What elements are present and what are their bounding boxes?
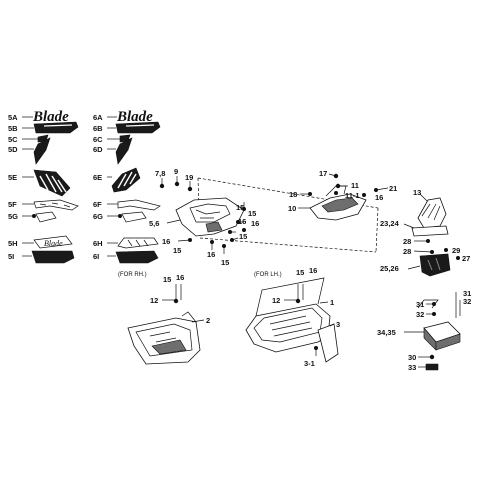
- label-1: 1: [330, 298, 334, 307]
- note-for-rh: (FOR RH.): [118, 272, 147, 278]
- label-6b: 6B: [93, 124, 103, 133]
- label-16-e: 16: [375, 193, 383, 202]
- label-16-b: 16: [251, 219, 259, 228]
- decal-6g: [107, 211, 147, 223]
- label-16-f: 16: [176, 273, 184, 282]
- bracket-assembly-34-35: [404, 292, 461, 371]
- decal-5g: [22, 211, 57, 223]
- label-16-g: 16: [309, 266, 317, 275]
- label-15-b: 15: [248, 209, 256, 218]
- bracket-assembly-13: [403, 193, 460, 277]
- decal-5h-text: Blade: [44, 239, 63, 248]
- label-3: 3: [336, 320, 340, 329]
- label-5i: 5I: [8, 252, 14, 261]
- label-34-35: 34,35: [377, 328, 396, 337]
- decal-6d: [107, 137, 133, 165]
- label-21: 21: [389, 184, 397, 193]
- decal-6i: [107, 250, 159, 264]
- front-panel-assembly: [159, 176, 379, 254]
- decal-6b: [107, 121, 161, 134]
- decal-6f: [107, 199, 161, 211]
- label-5e: 5E: [8, 173, 17, 182]
- decal-5h: Blade: [22, 235, 73, 249]
- label-5-6: 5,6: [149, 219, 159, 228]
- label-13: 13: [413, 188, 421, 197]
- decal-5a: Blade: [22, 109, 69, 125]
- callout-labels: 5A 5B 5C 5D 5E 5F 5G 5H 5I 6A 6B 6C 6D 6…: [8, 113, 471, 372]
- label-15-g: 15: [296, 268, 304, 277]
- decal-5i: [22, 250, 75, 264]
- label-12-b: 12: [272, 296, 280, 305]
- decal-5b: [22, 121, 79, 134]
- label-31-a: 31: [416, 300, 424, 309]
- label-27: 27: [462, 254, 470, 263]
- label-2: 2: [206, 316, 210, 325]
- label-30: 30: [408, 353, 416, 362]
- label-5b: 5B: [8, 124, 18, 133]
- note-for-lh: (FOR LH.): [254, 272, 282, 278]
- label-7-8: 7,8: [155, 169, 165, 178]
- label-6e: 6E: [93, 173, 102, 182]
- label-12-a: 12: [150, 296, 158, 305]
- decal-5a-brand-text: Blade: [32, 109, 69, 125]
- label-32-b: 32: [463, 297, 471, 306]
- label-15-c: 15: [239, 232, 247, 241]
- label-11: 11: [351, 181, 359, 190]
- label-28-b: 28: [403, 247, 411, 256]
- label-6a: 6A: [93, 113, 103, 122]
- label-32-a: 32: [416, 310, 424, 319]
- headlight-cover-assembly: [298, 173, 389, 221]
- footrest-lh-assembly: [245, 277, 339, 363]
- label-29: 29: [452, 246, 460, 255]
- footrest-rh-assembly: [127, 284, 205, 365]
- label-5d: 5D: [8, 145, 18, 154]
- decal-5d: [22, 137, 51, 165]
- label-15-a: 15: [236, 203, 244, 212]
- decal-6e: [107, 167, 141, 193]
- label-31-b: 31: [463, 289, 471, 298]
- label-5f: 5F: [8, 200, 17, 209]
- decal-6a-brand-text: Blade: [116, 109, 153, 125]
- label-16-d: 16: [207, 250, 215, 259]
- decal-5f: [22, 199, 79, 211]
- label-3-1: 3-1: [304, 359, 315, 368]
- label-6f: 6F: [93, 200, 102, 209]
- decal-6a: Blade: [107, 109, 153, 125]
- label-16-a: 16: [238, 217, 246, 226]
- label-6d: 6D: [93, 145, 103, 154]
- label-5c: 5C: [8, 135, 18, 144]
- decal-6h: [107, 237, 159, 249]
- label-18: 18: [289, 190, 297, 199]
- label-10: 10: [288, 204, 296, 213]
- label-19: 19: [185, 173, 193, 182]
- label-6g: 6G: [93, 212, 103, 221]
- label-6i: 6I: [93, 252, 99, 261]
- label-6c: 6C: [93, 135, 103, 144]
- label-33: 33: [408, 363, 416, 372]
- label-5g: 5G: [8, 212, 18, 221]
- label-25-26: 25,26: [380, 264, 399, 273]
- label-28-a: 28: [403, 237, 411, 246]
- label-5a: 5A: [8, 113, 18, 122]
- label-15-e: 15: [221, 258, 229, 267]
- label-15-d: 15: [173, 246, 181, 255]
- decal-5e: [22, 169, 71, 197]
- label-6h: 6H: [93, 239, 103, 248]
- label-11-1: 11-1: [345, 191, 360, 200]
- label-23-24: 23,24: [380, 219, 400, 228]
- label-17: 17: [319, 169, 327, 178]
- label-16-c: 16: [162, 237, 170, 246]
- label-9: 9: [174, 167, 178, 176]
- label-15-f: 15: [163, 275, 171, 284]
- label-5h: 5H: [8, 239, 18, 248]
